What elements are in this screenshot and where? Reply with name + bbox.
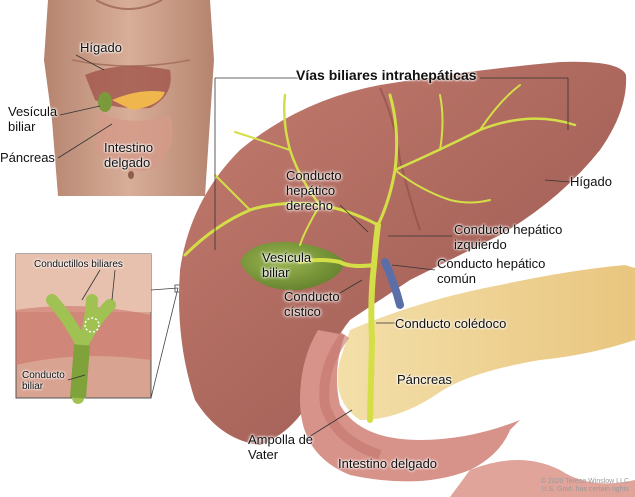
label-ampulla-vater: Ampolla de Vater <box>248 432 318 462</box>
label-gallbladder: Vesícula biliar <box>262 250 324 280</box>
label-torso-pancreas: Páncreas <box>0 150 55 165</box>
label-pancreas: Páncreas <box>397 372 452 387</box>
label-torso-intestine: Intestino delgado <box>104 140 174 170</box>
copyright-credit: © 2020 Terese Winslow LLC U.S. Govt. has… <box>541 478 629 494</box>
label-left-hepatic-duct: Conducto hepático izquierdo <box>454 222 584 252</box>
label-small-intestine: Intestino delgado <box>338 456 437 471</box>
label-common-bile-duct: Conducto colédoco <box>395 316 506 331</box>
label-liver: Hígado <box>570 174 612 189</box>
label-torso-liver: Hígado <box>80 40 122 55</box>
credit-line-1: © 2020 Terese Winslow LLC <box>541 478 629 486</box>
label-cystic-duct: Conducto cístico <box>284 289 354 319</box>
label-torso-gallbladder: Vesícula biliar <box>8 104 66 134</box>
label-common-hepatic-duct: Conducto hepático común <box>437 256 567 286</box>
label-intrahepatic-ducts: Vías biliares intrahepáticas <box>296 68 477 83</box>
label-right-hepatic-duct: Conducto hepático derecho <box>286 168 366 213</box>
credit-line-2: U.S. Govt. has certain rights <box>541 486 629 494</box>
label-bile-duct: Conducto biliar <box>22 370 72 392</box>
label-bile-ductules: Conductillos biliares <box>34 259 123 270</box>
